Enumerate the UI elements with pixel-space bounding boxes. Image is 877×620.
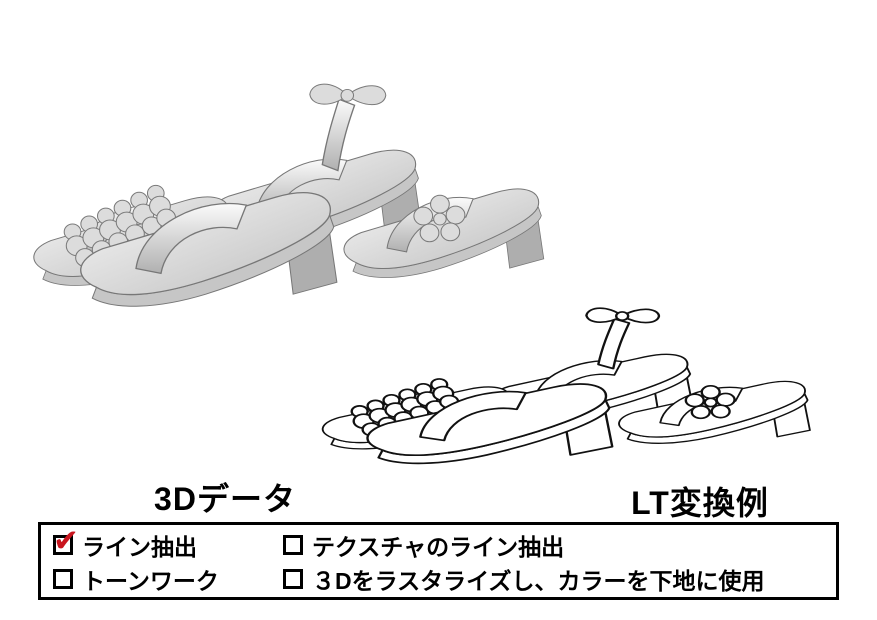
check-icon: ✔ [53, 523, 79, 559]
label-3d-data: 3Dデータ [154, 481, 296, 517]
checkbox-line-extract[interactable]: ✔ [53, 523, 79, 559]
checkbox-texture-line-extract[interactable]: ✔ [283, 535, 303, 555]
options-row-1: ✔ ライン抽出 ✔ テクスチャのライン抽出 [53, 523, 824, 562]
sandal-flower-3d [343, 188, 545, 279]
lineart-image [321, 307, 811, 465]
checkbox-rasterize-color-base[interactable]: ✔ [283, 569, 303, 589]
option-label: トーンワーク [82, 568, 219, 594]
option-rasterize-color-base: ✔ ３Dをラスタライズし、カラーを下地に使用 [283, 562, 764, 596]
sandal-bow-line [490, 307, 694, 421]
label-lt-conversion: LT変換例 [631, 485, 769, 521]
option-tone-work: ✔ トーンワーク [53, 562, 283, 596]
render-3d-image [33, 83, 545, 307]
option-label: テクスチャのライン抽出 [312, 534, 565, 560]
checkbox-tone-work[interactable]: ✔ [53, 569, 73, 589]
options-box: ✔ ライン抽出 ✔ テクスチャのライン抽出 ✔ トーンワーク ✔ [38, 522, 839, 600]
option-label: ３Dをラスタライズし、カラーを下地に使用 [312, 568, 765, 594]
options-row-2: ✔ トーンワーク ✔ ３Dをラスタライズし、カラーを下地に使用 [53, 562, 824, 596]
option-label: ライン抽出 [82, 534, 197, 560]
sandal-flower-line [618, 380, 811, 445]
option-line-extract: ✔ ライン抽出 [53, 523, 283, 562]
option-texture-line-extract: ✔ テクスチャのライン抽出 [283, 528, 564, 562]
sandal-bow-3d [210, 83, 422, 244]
